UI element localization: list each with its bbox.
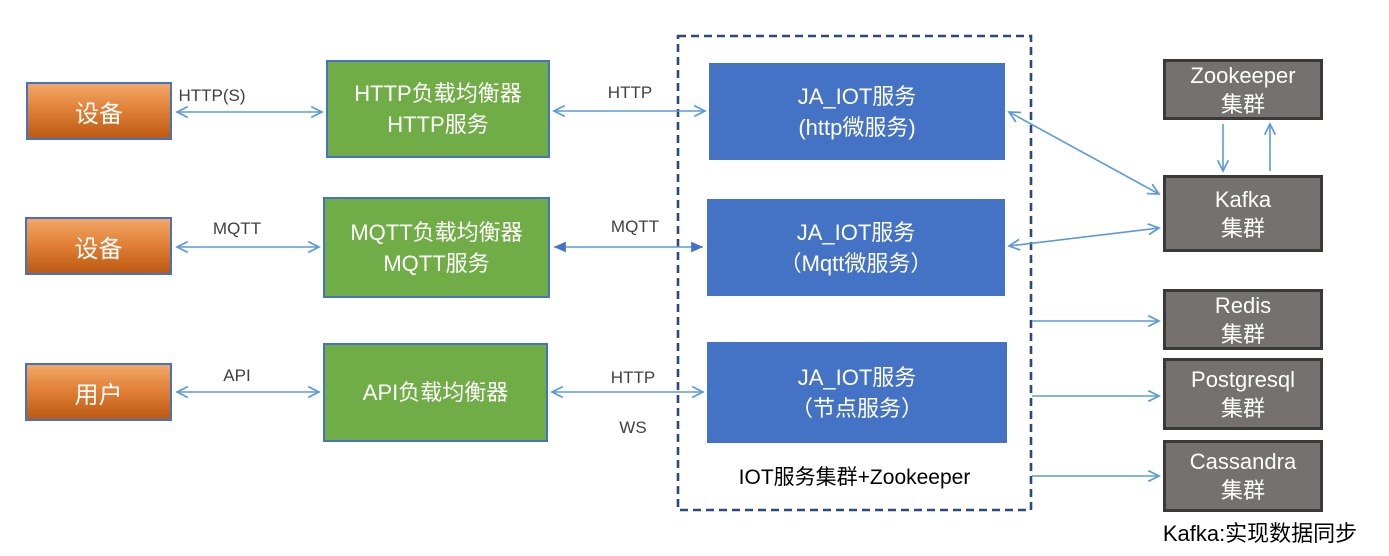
node-device-1: 设备 xyxy=(26,82,172,140)
edge-label-mqtt-1: MQTT xyxy=(212,219,262,238)
iot-cluster-dashed-boundary xyxy=(676,34,1033,512)
node-label-line2: 集群 xyxy=(1220,91,1265,117)
node-label-line2: 集群 xyxy=(1220,321,1265,347)
node-kafka-cluster: Kafka 集群 xyxy=(1163,175,1323,252)
node-label-line2: 集群 xyxy=(1220,396,1265,421)
node-label: 设备 xyxy=(74,235,123,263)
node-label-line1: JA_IOT服务 xyxy=(797,364,917,390)
edge-label-https: HTTP(S) xyxy=(178,86,246,105)
node-jaiot-node-service: JA_IOT服务 （节点服务） xyxy=(707,342,1007,443)
node-label-line2: （Mqtt微服务） xyxy=(779,250,933,276)
node-redis-cluster: Redis 集群 xyxy=(1163,289,1323,350)
edge-label-http-1: HTTP xyxy=(607,83,653,102)
node-zookeeper-cluster: Zookeeper 集群 xyxy=(1163,59,1323,120)
node-label: API负载均衡器 xyxy=(362,380,509,405)
node-user: 用户 xyxy=(25,363,172,421)
node-cassandra-cluster: Cassandra 集群 xyxy=(1163,440,1323,512)
node-label-line1: Kafka xyxy=(1214,186,1272,212)
node-label-line2: 集群 xyxy=(1220,215,1265,241)
edge-svchttp-kafka xyxy=(1007,111,1161,195)
edge-label-api: API xyxy=(223,366,251,385)
node-label: 设备 xyxy=(75,100,123,128)
node-label-line1: JA_IOT服务 xyxy=(797,83,917,109)
node-postgresql-cluster: Postgresql 集群 xyxy=(1163,358,1323,430)
edge-label-http-2: HTTP xyxy=(610,368,656,387)
node-http-load-balancer: HTTP负载均衡器 HTTP服务 xyxy=(326,60,550,158)
node-label-line2: （节点服务） xyxy=(790,395,923,421)
edge-label-mqtt-2: MQTT xyxy=(610,217,660,236)
node-label-line2: MQTT服务 xyxy=(383,250,490,276)
node-label-line1: Zookeeper xyxy=(1190,62,1296,88)
node-label-line2: HTTP服务 xyxy=(387,112,489,137)
node-label-line1: Cassandra xyxy=(1189,449,1297,474)
node-label-line1: Redis xyxy=(1214,292,1272,318)
edge-svcmqtt-kafka xyxy=(1007,223,1161,251)
node-label-line1: HTTP负载均衡器 xyxy=(354,81,522,106)
node-label-line2: (http微服务) xyxy=(798,114,916,140)
node-label-line1: Postgresql xyxy=(1191,367,1295,392)
kafka-footnote: Kafka:实现数据同步 xyxy=(1162,521,1358,546)
node-device-2: 设备 xyxy=(25,217,172,275)
node-label: 用户 xyxy=(74,381,123,409)
iot-cluster-caption: IOT服务集群+Zookeeper xyxy=(738,466,971,489)
node-jaiot-http-service: JA_IOT服务 (http微服务) xyxy=(709,63,1005,160)
node-label-line1: MQTT负载均衡器 xyxy=(350,219,523,245)
node-mqtt-load-balancer: MQTT负载均衡器 MQTT服务 xyxy=(323,197,550,298)
edge-label-ws: WS xyxy=(619,418,647,437)
node-label-line1: JA_IOT服务 xyxy=(796,219,916,245)
node-label-line2: 集群 xyxy=(1220,478,1265,503)
node-api-load-balancer: API负载均衡器 xyxy=(323,343,548,442)
node-jaiot-mqtt-service: JA_IOT服务 （Mqtt微服务） xyxy=(707,199,1005,296)
